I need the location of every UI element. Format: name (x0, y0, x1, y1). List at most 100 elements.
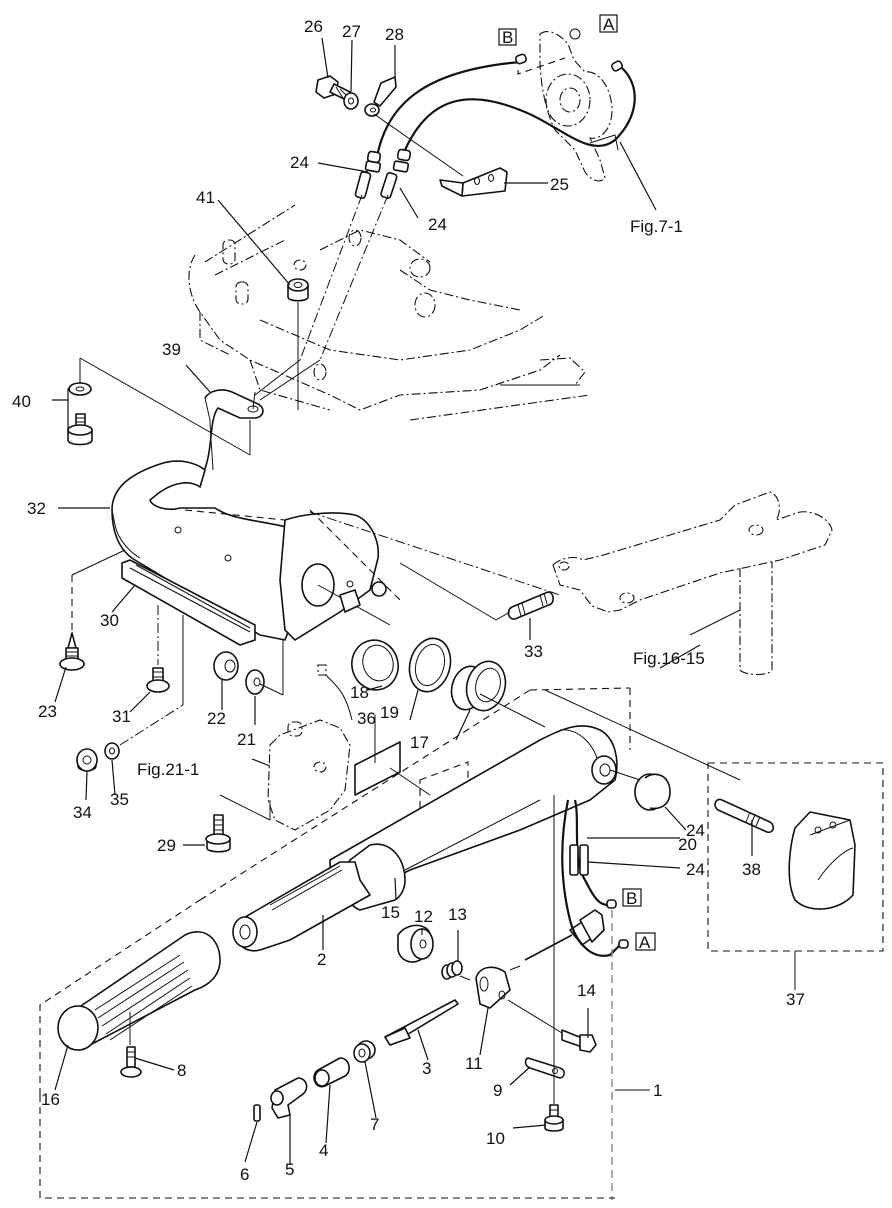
cable-fitting-24-left (354, 150, 382, 199)
cable-clamp-28 (364, 76, 397, 117)
cable-fitting-24-right (380, 148, 412, 199)
callout-34: 34 (73, 803, 92, 822)
liner-30 (121, 559, 256, 646)
callout-10: 10 (486, 1129, 505, 1148)
fig-ref-16-15[interactable]: Fig.16-15 (633, 649, 705, 668)
callout-16: 16 (41, 1090, 60, 1109)
stud-33 (399, 562, 554, 621)
callout-37: 37 (786, 990, 805, 1009)
callout-14: 14 (577, 981, 596, 1000)
leader-lines (52, 37, 753, 1165)
bushing-17 (450, 660, 546, 728)
ring-19 (408, 637, 452, 693)
callout-2: 2 (317, 950, 326, 969)
washer-21 (245, 640, 284, 696)
part-5 (270, 1077, 308, 1119)
connector-a-top: A (603, 15, 615, 34)
connector-labels: B A B A (498, 14, 656, 952)
nut-22 (213, 651, 239, 681)
callout-24-mid-lower: 24 (686, 860, 705, 879)
callout-41: 41 (196, 188, 215, 207)
shaft-2 (232, 861, 371, 952)
assembly-37-box (707, 762, 884, 990)
grip-16 (57, 931, 221, 1051)
callout-3: 3 (422, 1059, 431, 1078)
callout-1: 1 (653, 1081, 662, 1100)
callout-29: 29 (157, 836, 176, 855)
callout-6: 6 (240, 1165, 249, 1184)
cable-a (403, 67, 636, 151)
pin-6 (253, 1104, 261, 1122)
callout-26: 26 (304, 17, 323, 36)
callout-4: 4 (319, 1141, 328, 1160)
steering-arm-ghost (552, 491, 833, 676)
callout-12: 12 (414, 907, 433, 926)
plate-9 (524, 1057, 565, 1079)
sleeve-4 (313, 1057, 350, 1088)
lower-switch (524, 799, 629, 1200)
callout-23: 23 (38, 702, 57, 721)
control-unit-ghost (219, 664, 353, 831)
callout-32: 32 (27, 499, 46, 518)
callout-27: 27 (342, 22, 361, 41)
callout-30: 30 (100, 611, 119, 630)
callout-25: 25 (550, 175, 569, 194)
nut-34-washer-35 (76, 615, 184, 772)
callout-35: 35 (110, 790, 129, 809)
screw-8 (120, 1046, 142, 1078)
callout-28: 28 (385, 25, 404, 44)
fig-ref-7-1[interactable]: Fig.7-1 (630, 217, 683, 236)
callout-39: 39 (162, 340, 181, 359)
connector-b-bottom: B (626, 889, 637, 908)
callout-21: 21 (237, 730, 256, 749)
callout-20: 20 (678, 835, 697, 854)
callout-22: 22 (207, 709, 226, 728)
bracket-25 (373, 113, 508, 197)
callout-40: 40 (12, 392, 31, 411)
washer-27 (343, 92, 359, 110)
callout-36: 36 (357, 709, 376, 728)
assembly-1-boundary (39, 899, 650, 1199)
clip-39 (199, 389, 264, 479)
rod-3 (384, 999, 459, 1046)
connector-b-top: B (502, 28, 513, 47)
callout-5: 5 (285, 1160, 294, 1179)
bushing-7 (353, 1040, 376, 1063)
screw-23 (59, 549, 126, 671)
callout-labels: 26 27 28 24 24 25 41 39 40 32 30 23 31 2… (12, 17, 805, 1184)
friction-piece-12 (397, 924, 434, 963)
callout-15: 15 (381, 903, 400, 922)
figure-references: Fig.7-1 Fig.16-15 Fig.21-1 (137, 217, 705, 779)
callout-38: 38 (742, 860, 761, 879)
callout-7: 7 (370, 1115, 379, 1134)
callout-9: 9 (493, 1081, 502, 1100)
bolt-14 (507, 999, 597, 1053)
screw-29 (205, 814, 231, 853)
callout-18: 18 (350, 683, 369, 702)
seal-18 (351, 639, 399, 691)
connector-a-bottom: A (639, 933, 651, 952)
callout-11: 11 (465, 1054, 483, 1073)
cable-b (376, 60, 521, 153)
screw-10 (544, 1104, 564, 1132)
callout-24-top-right: 24 (428, 215, 447, 234)
bolt-washer-40 (67, 357, 251, 456)
block-11 (459, 965, 521, 1009)
callout-24-mid-upper: 24 (686, 821, 705, 840)
callout-31: 31 (112, 707, 131, 726)
spring-13 (441, 960, 463, 980)
callout-24-top-left: 24 (290, 153, 309, 172)
callout-13: 13 (448, 905, 467, 924)
fig-ref-21-1[interactable]: Fig.21-1 (137, 760, 199, 779)
callout-33: 33 (524, 642, 543, 661)
callout-8: 8 (177, 1061, 186, 1080)
top-cable-assembly (315, 28, 636, 199)
callout-19: 19 (380, 703, 399, 722)
engine-mount-ghost (188, 204, 591, 421)
nut-41 (287, 278, 309, 410)
bracket-32 (111, 460, 561, 641)
switch-assembly-ghost (517, 28, 619, 182)
callout-17: 17 (410, 733, 429, 752)
cap-20 (609, 769, 671, 811)
